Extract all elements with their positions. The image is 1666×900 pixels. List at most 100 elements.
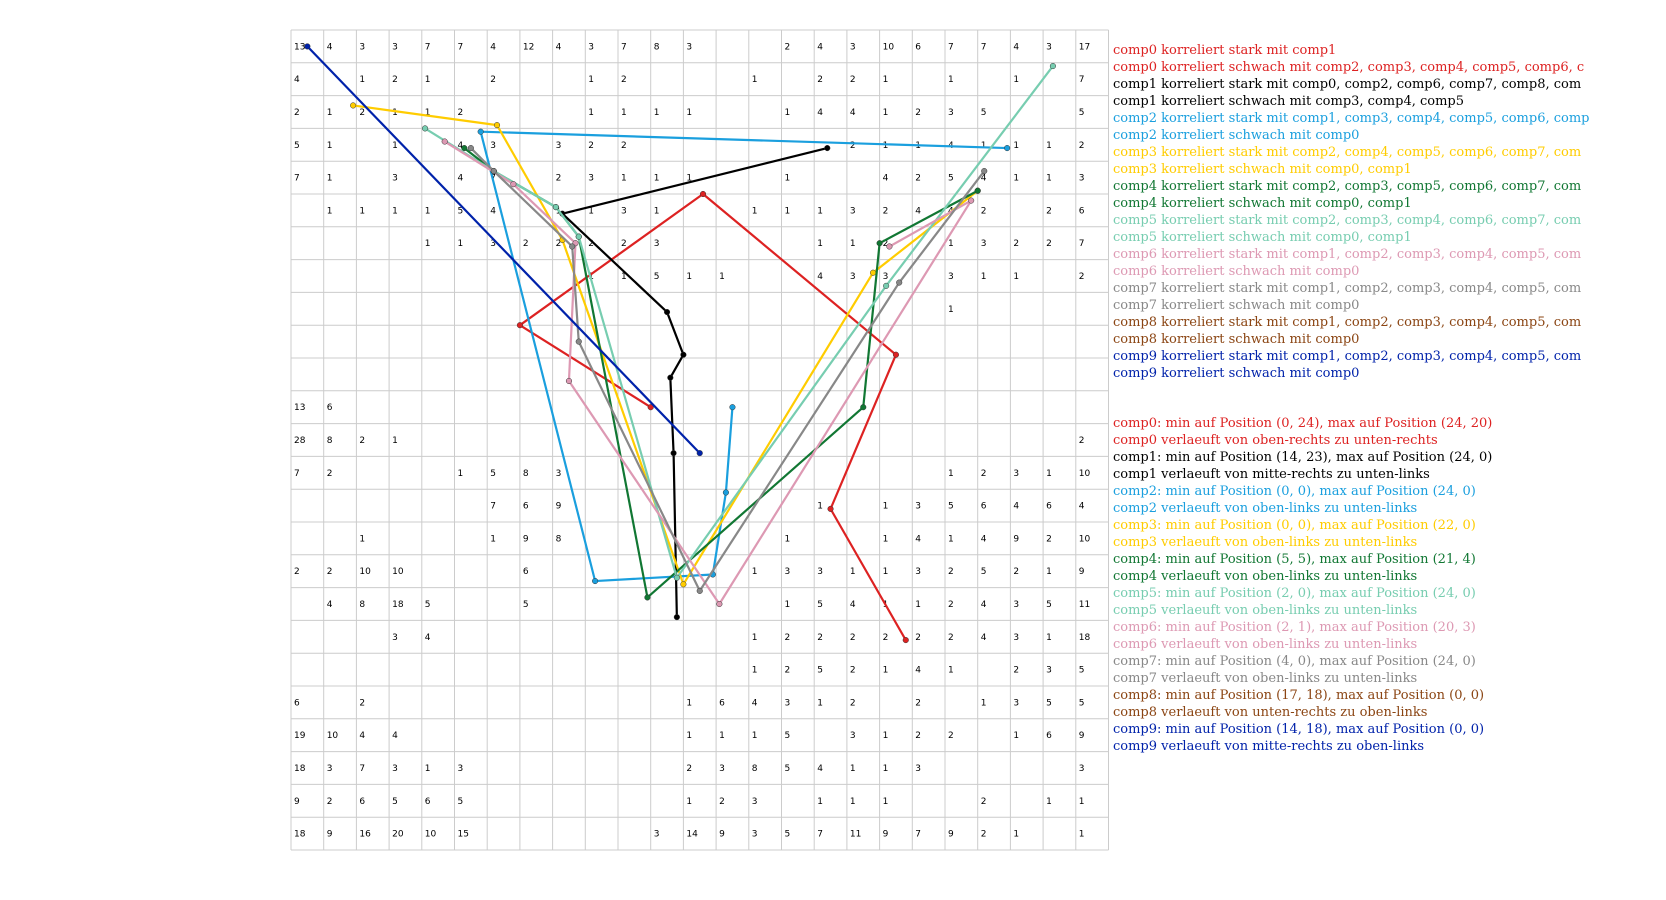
cell-count: 18 [1079,633,1091,643]
cell-count: 10 [883,42,895,52]
cell-count: 5 [294,141,300,151]
cell-count: 1 [850,764,856,774]
comp7-node [569,243,576,250]
cell-count: 7 [425,42,431,52]
cell-count: 1 [915,600,921,610]
comp3-node [493,122,501,129]
cell-count: 1 [948,534,954,544]
cell-count: 2 [1013,567,1019,577]
cell-count: 3 [915,764,921,774]
cell-count: 4 [294,75,300,85]
cell-count: 5 [817,600,823,610]
cell-count: 8 [556,534,562,544]
cell-count: 3 [850,42,856,52]
cell-count: 1 [883,75,889,85]
cell-count: 7 [817,830,823,840]
legend-line: comp5 korreliert stark mit comp2, comp3,… [1113,213,1582,228]
cell-count: 1 [686,272,692,282]
cell-count: 1 [948,305,954,315]
cell-count: 1 [948,239,954,249]
cell-count: 1 [686,698,692,708]
cell-count: 1 [425,239,431,249]
cell-count: 1 [883,666,889,676]
cell-count: 3 [588,174,594,184]
cell-count: 3 [686,42,692,52]
cell-count: 1 [948,666,954,676]
cell-count: 3 [556,141,562,151]
cell-count: 4 [392,731,398,741]
comp1-path [561,147,828,618]
cell-count: 6 [327,403,333,413]
cell-count: 2 [458,108,464,118]
cell-count: 2 [359,436,365,446]
comp1-node [667,374,674,381]
legend-line: comp7 korreliert schwach mit comp0 [1113,298,1360,313]
comp7-node [575,338,582,345]
legend-line: comp9 verlaeuft von mitte-rechts zu oben… [1113,739,1425,754]
cell-count: 1 [948,469,954,479]
cell-count: 6 [294,698,300,708]
cell-count: 10 [1079,534,1091,544]
cell-count: 1 [1013,174,1019,184]
cell-count: 8 [327,436,333,446]
comp7-node [490,167,497,175]
cell-count: 2 [948,567,954,577]
cell-count: 4 [490,42,496,52]
cell-count: 7 [981,42,987,52]
legend-line: comp3 verlaeuft von oben-links zu unten-… [1113,535,1418,550]
cell-count: 4 [981,600,987,610]
cell-count: 1 [883,108,889,118]
cell-count: 1 [359,206,365,216]
cell-count: 8 [523,469,529,479]
legend-line: comp7 korreliert stark mit comp1, comp2,… [1113,281,1582,296]
cell-count: 1 [588,75,594,85]
cell-count: 1 [621,174,627,184]
position-legend: comp0: min auf Position (0, 24), max auf… [1113,415,1666,755]
cell-count: 4 [556,42,562,52]
comp9-path [306,45,701,454]
cell-count: 20 [392,830,404,840]
comp5-node [422,125,429,132]
cell-count: 1 [785,600,791,610]
cell-count: 13 [294,42,305,52]
cell-count: 6 [1046,731,1052,741]
cell-count: 4 [490,206,496,216]
cell-count: 3 [1013,600,1019,610]
cell-count: 3 [621,206,627,216]
comp3-node [680,581,687,588]
cell-count: 9 [719,830,725,840]
cell-count: 6 [915,42,921,52]
cell-count: 7 [915,830,921,840]
cell-count: 3 [588,42,594,52]
legend-line: comp9 korreliert stark mit comp1, comp2,… [1113,349,1582,364]
legend-line: comp8: min auf Position (17, 18), max au… [1113,688,1485,703]
cell-count: 1 [883,567,889,577]
legend-line: comp0 korreliert schwach mit comp2, comp… [1113,60,1585,75]
cell-count: 1 [654,108,660,118]
comp4-node [644,594,651,601]
cell-count: 5 [785,830,791,840]
cell-count: 2 [1079,436,1085,446]
cell-count: 2 [327,469,333,479]
cell-count: 2 [981,830,987,840]
cell-count: 2 [1079,272,1085,282]
cell-count: 3 [490,239,496,249]
cell-count: 10 [392,567,404,577]
cell-count: 1 [1046,141,1052,151]
cell-count: 1 [752,567,758,577]
cell-count: 1 [850,797,856,807]
cell-count: 1 [883,502,889,512]
cell-count: 9 [523,534,529,544]
cell-count: 4 [425,633,431,643]
cell-count: 1 [785,534,791,544]
comp6-node [565,377,573,385]
cell-count: 16 [359,830,371,840]
cell-count: 6 [719,698,725,708]
comp0-node [516,322,523,329]
cell-count: 5 [817,666,823,676]
cell-count: 1 [490,534,496,544]
cell-count: 1 [1046,567,1052,577]
cell-count: 10 [327,731,339,741]
cell-count: 1 [785,206,791,216]
